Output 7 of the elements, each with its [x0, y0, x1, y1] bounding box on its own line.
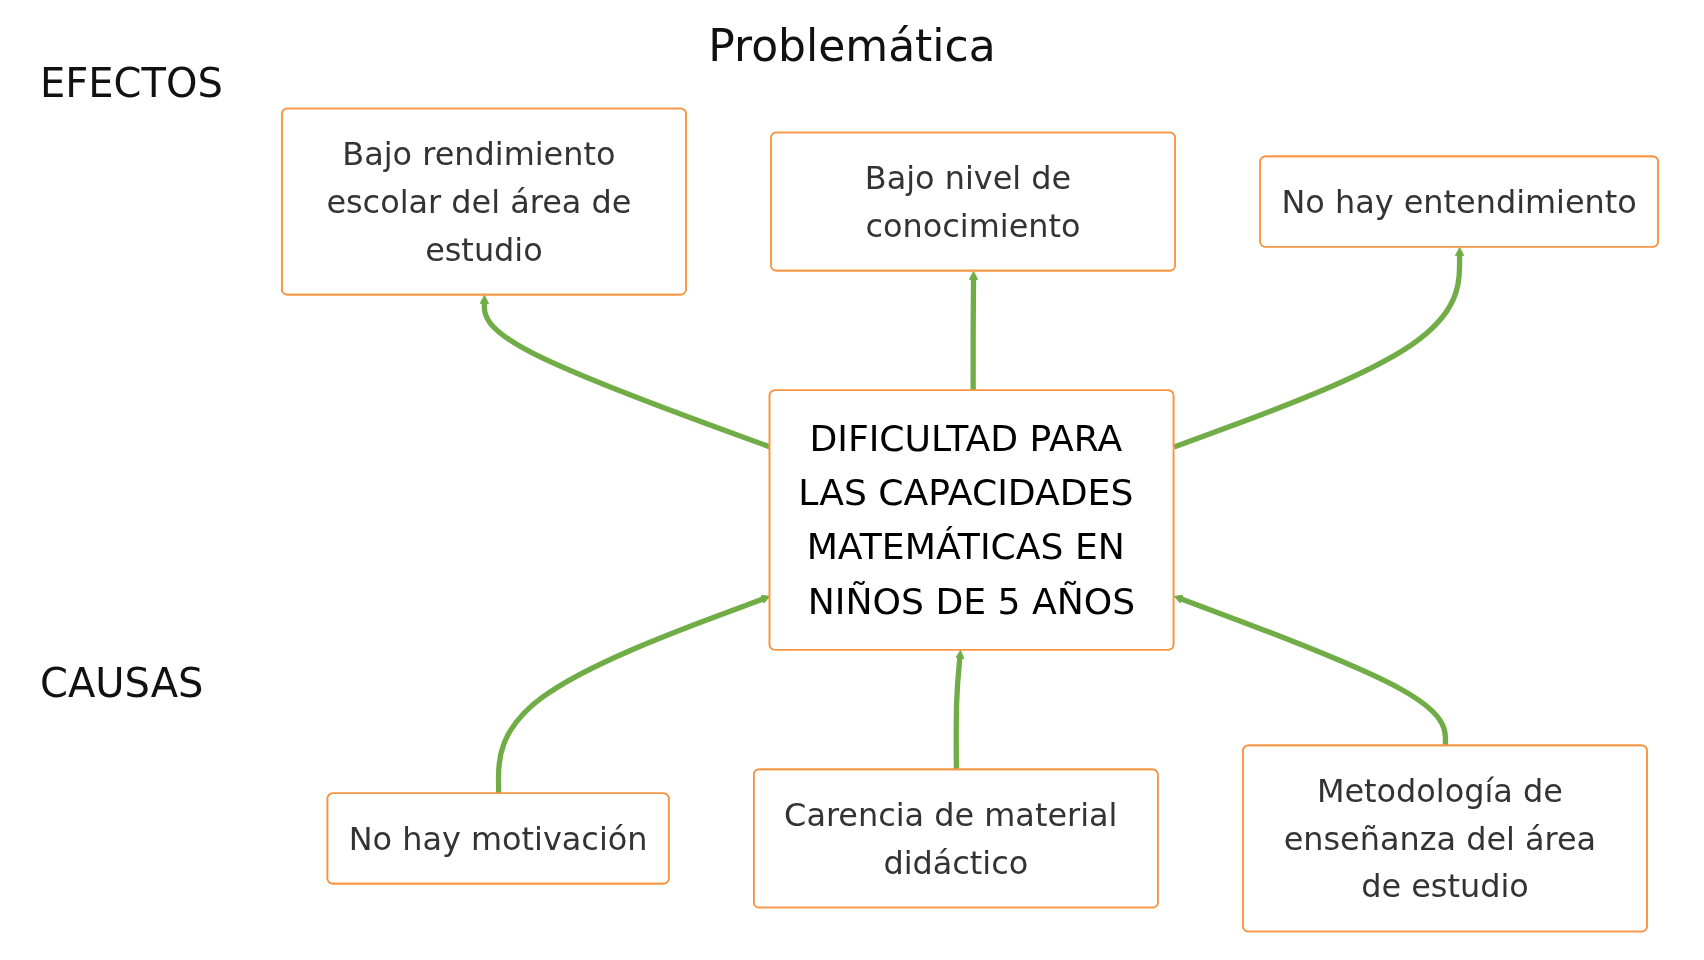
arrow	[1173, 246, 1465, 450]
section-label: EFECTOS	[40, 60, 223, 106]
arrow	[1173, 594, 1449, 746]
arrow	[968, 270, 979, 391]
diagram-title: Problemática	[707, 20, 997, 71]
arrow	[953, 649, 965, 770]
section-label: CAUSAS	[40, 660, 204, 706]
